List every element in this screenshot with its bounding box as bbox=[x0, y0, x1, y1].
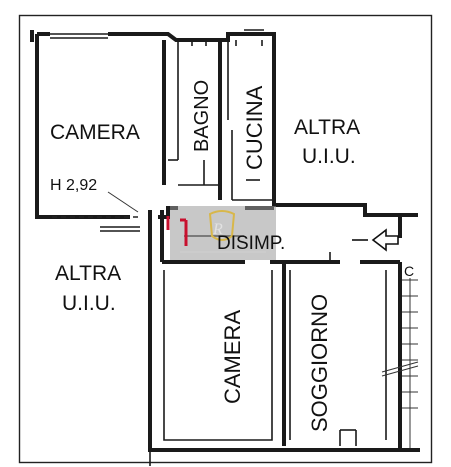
window-marks bbox=[50, 29, 264, 466]
interior-walls-upper bbox=[162, 40, 274, 201]
plan-border bbox=[18, 14, 433, 464]
red-marker bbox=[166, 216, 188, 246]
height-leader-line bbox=[107, 191, 139, 213]
stair-hatch bbox=[381, 278, 419, 448]
stair-letter: C bbox=[404, 263, 414, 279]
room-label-camera-bottom: CAMERA bbox=[220, 310, 245, 404]
watermark-monogram: R bbox=[212, 221, 223, 238]
room-label-bagno: BAGNO bbox=[191, 80, 213, 152]
room-label-uiu-right: U.I.U. bbox=[302, 145, 356, 168]
entrance-arrow-icon bbox=[352, 228, 399, 252]
room-label-camera-top: CAMERA bbox=[50, 121, 140, 144]
room-label-disimp: DISIMP. bbox=[217, 233, 285, 254]
watermark-box bbox=[170, 206, 276, 260]
room-label-altra-left: ALTRA bbox=[55, 262, 121, 285]
watermark-logo: R bbox=[180, 210, 266, 253]
room-label-soggiorno: SOGGIORNO bbox=[307, 294, 332, 432]
height-note: H 2,92 bbox=[50, 177, 97, 194]
room-label-cucina: CUCINA bbox=[242, 85, 267, 170]
room-label-uiu-left: U.I.U. bbox=[62, 292, 116, 315]
room-label-altra-right: ALTRA bbox=[294, 116, 360, 139]
